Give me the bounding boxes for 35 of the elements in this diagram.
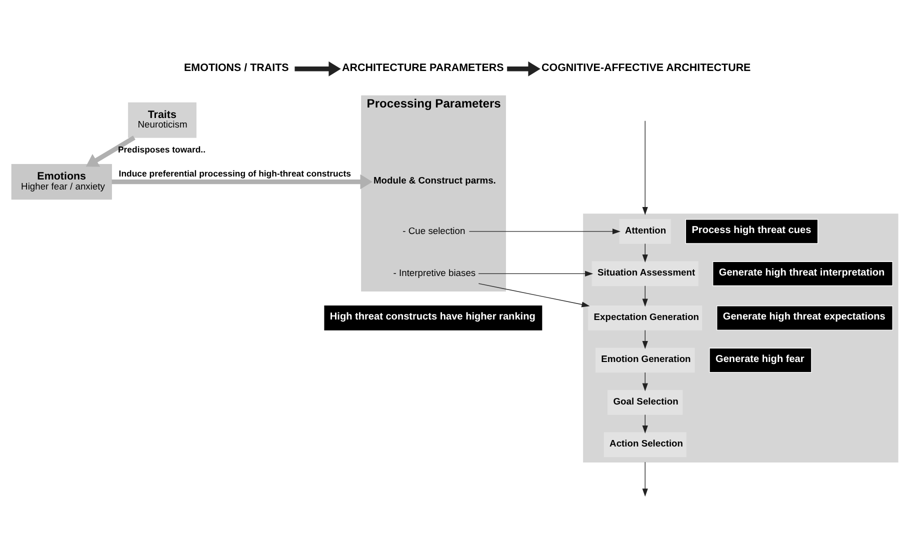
arrow — [642, 414, 648, 434]
arrow — [294, 61, 340, 76]
arrow — [642, 243, 648, 263]
node-text: COGNITIVE-AFFECTIVE ARCHITECTURE — [541, 62, 750, 74]
node-text: ARCHITECTURE PARAMETERS — [341, 62, 504, 74]
node-box: Action Selection — [603, 432, 686, 458]
node-label: Generate high threat expectations — [722, 312, 885, 323]
arrow — [506, 61, 540, 76]
arrow — [642, 372, 648, 392]
arrow — [642, 330, 648, 350]
node-label: Process high threat cues — [691, 225, 811, 236]
node-box: Traits Neuroticism — [128, 102, 196, 138]
node-text: - Cue selection — [402, 226, 465, 236]
edge-label: Induce preferential processing of high-threat constructs — [118, 168, 350, 179]
arrow — [642, 462, 648, 497]
label: High threat constructs have higher ranking — [329, 312, 535, 323]
node-box: Expectation Generation — [588, 306, 702, 330]
arrow — [111, 174, 372, 190]
node-box: Emotions Higher fear / anxiety — [10, 164, 112, 200]
node-box: Goal Selection — [607, 390, 682, 415]
node-text: Module & Construct parms. — [373, 176, 496, 186]
node-text: EMOTIONS / TRAITS — [184, 62, 288, 74]
arrow — [642, 286, 648, 307]
arrow — [468, 228, 620, 234]
node-label: Generate high threat interpretation — [718, 267, 884, 278]
arrow — [478, 270, 593, 277]
node-box: Emotion Generation — [594, 348, 694, 373]
arrow — [642, 120, 648, 216]
node-text: - Interpretive biases — [392, 268, 476, 278]
edge-label: Predisposes toward.. — [117, 144, 206, 155]
node-box: Situation Assessment — [591, 261, 698, 286]
node-label: Generate high fear — [715, 354, 804, 365]
arrow — [85, 136, 135, 167]
arrow — [478, 283, 590, 308]
node-box: Attention — [618, 219, 670, 244]
